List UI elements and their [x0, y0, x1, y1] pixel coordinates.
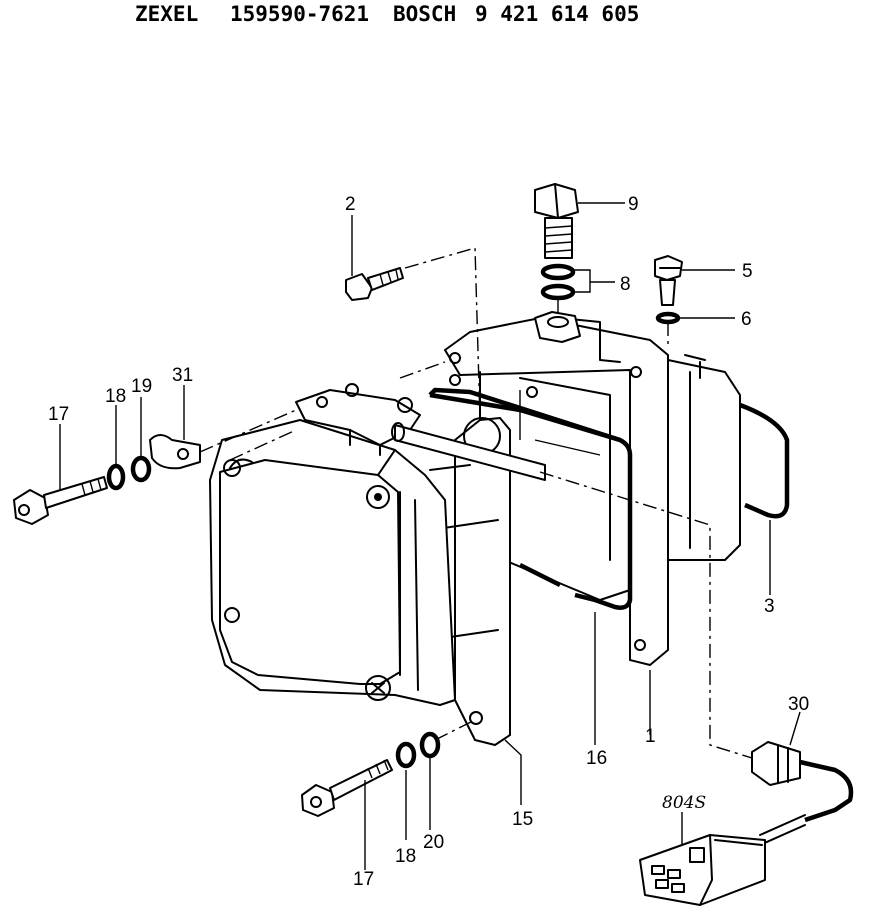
callout-3: 3 [764, 596, 775, 617]
bosch-part-number: 9 421 614 605 [475, 2, 640, 26]
callout-16: 16 [586, 748, 607, 769]
washer-18-upper [106, 463, 126, 491]
sensor-cable-30 [751, 741, 854, 846]
gasket-16 [428, 387, 633, 610]
hex-nut [534, 311, 581, 343]
callout-31: 31 [172, 365, 193, 386]
banjo-bolt-9 [534, 183, 579, 259]
bolt-2 [345, 267, 404, 301]
title-bar: ZEXEL 159590-7621 BOSCH 9 421 614 605 [0, 2, 871, 32]
callout-2: 2 [345, 194, 356, 215]
gasket-16-back [429, 392, 621, 443]
connector-804s [639, 834, 766, 906]
callout-5: 5 [742, 261, 753, 282]
callout-15: 15 [512, 809, 533, 830]
clamp-31 [149, 434, 201, 470]
front-flange-plate [429, 417, 511, 746]
bolt-17-upper [13, 476, 108, 525]
callout-labels: 2 9 8 5 6 17 18 19 31 3 16 1 15 17 18 20… [48, 194, 809, 890]
callout-18-lower: 18 [395, 846, 416, 867]
sealing-washers-8 [540, 263, 576, 301]
housing-body [444, 317, 741, 666]
callout-19: 19 [131, 376, 152, 397]
callout-17-upper: 17 [48, 404, 69, 425]
washer-18-lower [395, 741, 417, 769]
zexel-part-number: 159590-7621 [230, 2, 370, 26]
callout-30: 30 [788, 694, 809, 715]
bolt-17-lower [301, 759, 393, 817]
gasket-3 [739, 402, 790, 519]
callout-18-upper: 18 [105, 386, 126, 407]
callout-17-lower: 17 [353, 869, 374, 890]
brand-label: BOSCH [393, 2, 457, 26]
callout-20: 20 [423, 832, 444, 853]
connector-code-label: 804S [662, 793, 706, 813]
leader-lines [59, 202, 801, 870]
washer-19 [130, 455, 152, 483]
screw-5 [654, 255, 683, 306]
maker-label: ZEXEL [135, 2, 199, 26]
washer-20 [419, 731, 441, 759]
washer-6 [655, 311, 681, 325]
callout-8: 8 [620, 274, 631, 295]
callout-6: 6 [741, 309, 752, 330]
main-block [209, 383, 546, 706]
callout-9: 9 [628, 194, 639, 215]
assembly-guide-lines [199, 247, 753, 759]
callout-1: 1 [645, 726, 656, 747]
